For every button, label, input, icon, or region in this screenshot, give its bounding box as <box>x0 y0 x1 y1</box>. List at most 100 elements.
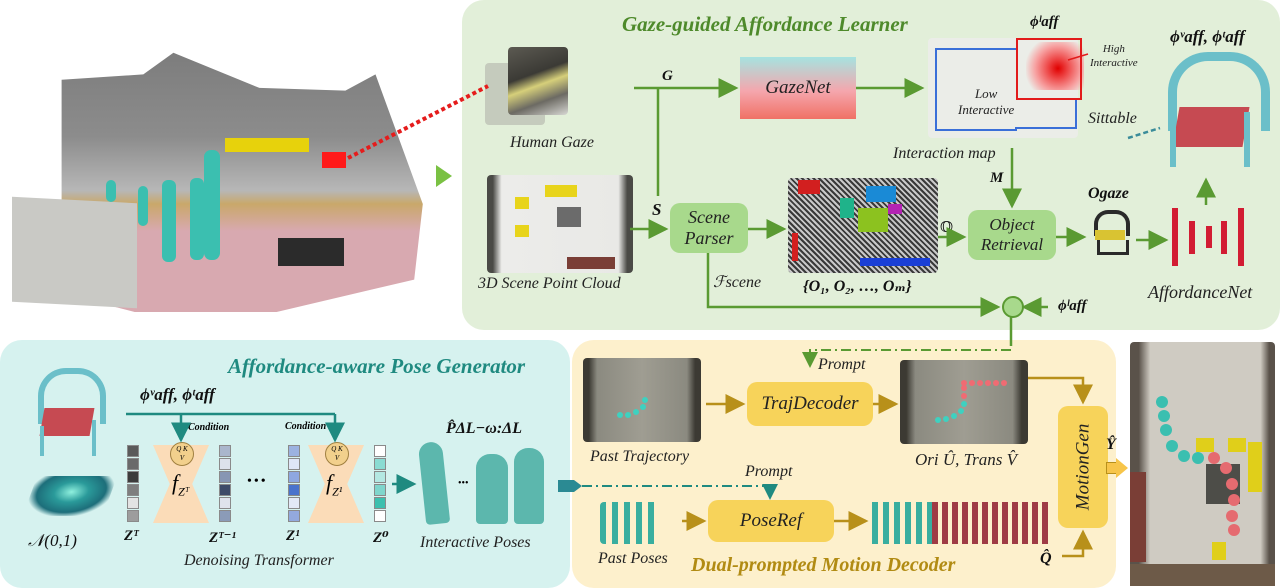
latent-cell <box>127 497 139 509</box>
interactive-poses-image: ••• <box>417 440 548 526</box>
latent-cell <box>288 471 300 483</box>
chair-leg <box>1170 122 1176 167</box>
chair-leg <box>92 420 96 456</box>
seg-darkblue <box>860 258 930 266</box>
motiongen-block: MotionGen <box>1058 406 1108 528</box>
poseref-block: PoseRef <box>708 500 834 542</box>
z-0-label: Z⁰ <box>373 530 389 546</box>
map-symbol: M <box>990 170 1004 186</box>
seg-blue <box>866 186 896 202</box>
condition-label-1: Condition <box>188 422 230 433</box>
objects-set-label: {O₁, O₂, …, Oₘ} <box>803 278 912 295</box>
ori-trans-label: Ori Û, Trans V̂ <box>915 450 1018 469</box>
segmented-objects-image <box>788 178 938 273</box>
cloud-chair <box>515 225 529 237</box>
scene-human-1 <box>106 180 116 202</box>
chair-leg <box>1244 112 1250 167</box>
affordancenet-bar <box>1238 208 1244 266</box>
result-chair <box>1196 438 1214 452</box>
low-label-line1: Low <box>974 86 998 101</box>
latent-cell <box>219 471 231 483</box>
result-floor <box>1130 564 1275 586</box>
latent-cell <box>288 445 300 457</box>
f-scene-label: ℱscene <box>713 274 762 291</box>
seg-red <box>798 180 820 194</box>
qkv-top: Q K <box>176 445 188 453</box>
affordance-chair-small <box>34 368 106 458</box>
teal-block-arrow <box>558 480 582 492</box>
denoising-transformer-label: Denoising Transformer <box>184 552 334 569</box>
qkv-attention-1: Q K V <box>170 442 194 466</box>
chair-base <box>1097 240 1129 255</box>
qkv-attention-2: Q K V <box>325 442 349 466</box>
phi-vt-label-top: ϕᵛaff, ϕᵗaff <box>1170 27 1245 46</box>
result-sofa <box>1248 442 1262 492</box>
gaze-panel-title: Gaze-guided Affordance Learner <box>622 12 908 36</box>
latent-cell <box>127 484 139 496</box>
latent-cell <box>127 471 139 483</box>
scene-tv <box>278 238 344 266</box>
trajdecoder-block: TrajDecoder <box>747 382 873 426</box>
cloud-table <box>557 207 581 227</box>
latent-cell <box>288 484 300 496</box>
low-interactive-box <box>935 48 1017 131</box>
affordancenet-icon <box>1172 208 1244 266</box>
p-hat-label: P̂ΔL−ω:ΔL <box>446 420 522 437</box>
latent-cell <box>219 458 231 470</box>
output-arrow-head <box>1116 458 1128 478</box>
seg-magenta <box>888 204 902 214</box>
scene-sofa-yellow <box>225 138 309 152</box>
affordancenet-bar <box>1189 221 1195 254</box>
qkv-top: Q K <box>331 445 343 453</box>
high-interactive-label: High Interactive <box>1090 42 1138 70</box>
seg-teal <box>840 198 854 218</box>
human-gaze-label: Human Gaze <box>510 134 594 151</box>
scene-parser-line2: Parser <box>684 228 734 248</box>
past-poses-label: Past Poses <box>598 550 668 567</box>
latent-cell <box>374 445 386 457</box>
cloud-chair <box>515 197 529 209</box>
gazenet-block: GazeNet <box>740 57 856 119</box>
high-label-line2: Interactive <box>1090 57 1138 69</box>
latent-cell <box>374 471 386 483</box>
scene-human-4 <box>190 178 204 260</box>
interactive-poses-label: Interactive Poses <box>420 534 531 551</box>
output-arrow <box>1106 462 1117 474</box>
f-symbol: f <box>172 470 179 495</box>
z-t-column <box>127 445 139 523</box>
past-trajectory-dots <box>617 397 648 418</box>
prompt-label-bottom: Prompt <box>745 463 793 480</box>
z-t-label: Zᵀ <box>124 528 139 544</box>
scene-point-cloud-label: 3D Scene Point Cloud <box>478 275 621 292</box>
cloud-tv-wall <box>567 257 615 269</box>
object-retrieval-line1: Object <box>989 215 1035 235</box>
ellipsis: ••• <box>247 474 268 489</box>
z-t1-column <box>219 445 231 523</box>
o-gaze-label: Ogaze <box>1088 185 1129 202</box>
low-interactive-label: Low Interactive <box>958 86 1014 118</box>
trajdecoder-label: TrajDecoder <box>761 393 859 415</box>
f-zt-label: fZᵀ <box>172 470 189 499</box>
affordancenet-label: AffordanceNet <box>1148 282 1253 302</box>
pose-figure <box>514 448 544 524</box>
affordancenet-bar <box>1172 208 1178 266</box>
chair-back <box>1168 52 1270 131</box>
prompt-dashdot-bottom <box>582 484 778 500</box>
chair-leg <box>40 426 44 456</box>
result-chair <box>1212 542 1226 560</box>
predicted-trajectory-dots <box>935 380 1007 423</box>
scene-symbol: S <box>652 200 662 219</box>
z-t1-label: Zᵀ⁻¹ <box>209 530 236 546</box>
latent-cell <box>374 497 386 509</box>
pose-panel-title: Affordance-aware Pose Generator <box>228 354 526 378</box>
latent-cell <box>374 458 386 470</box>
arrow-poses-to-motiongen <box>1062 529 1093 558</box>
latent-cell <box>288 497 300 509</box>
gazenet-label: GazeNet <box>765 77 831 99</box>
result-tv-wall <box>1130 472 1146 562</box>
line-sittable-pointer <box>1127 126 1161 140</box>
phi-l-sum-label: ϕˡaff <box>1058 298 1087 314</box>
interaction-map-label: Interaction map <box>893 145 996 162</box>
